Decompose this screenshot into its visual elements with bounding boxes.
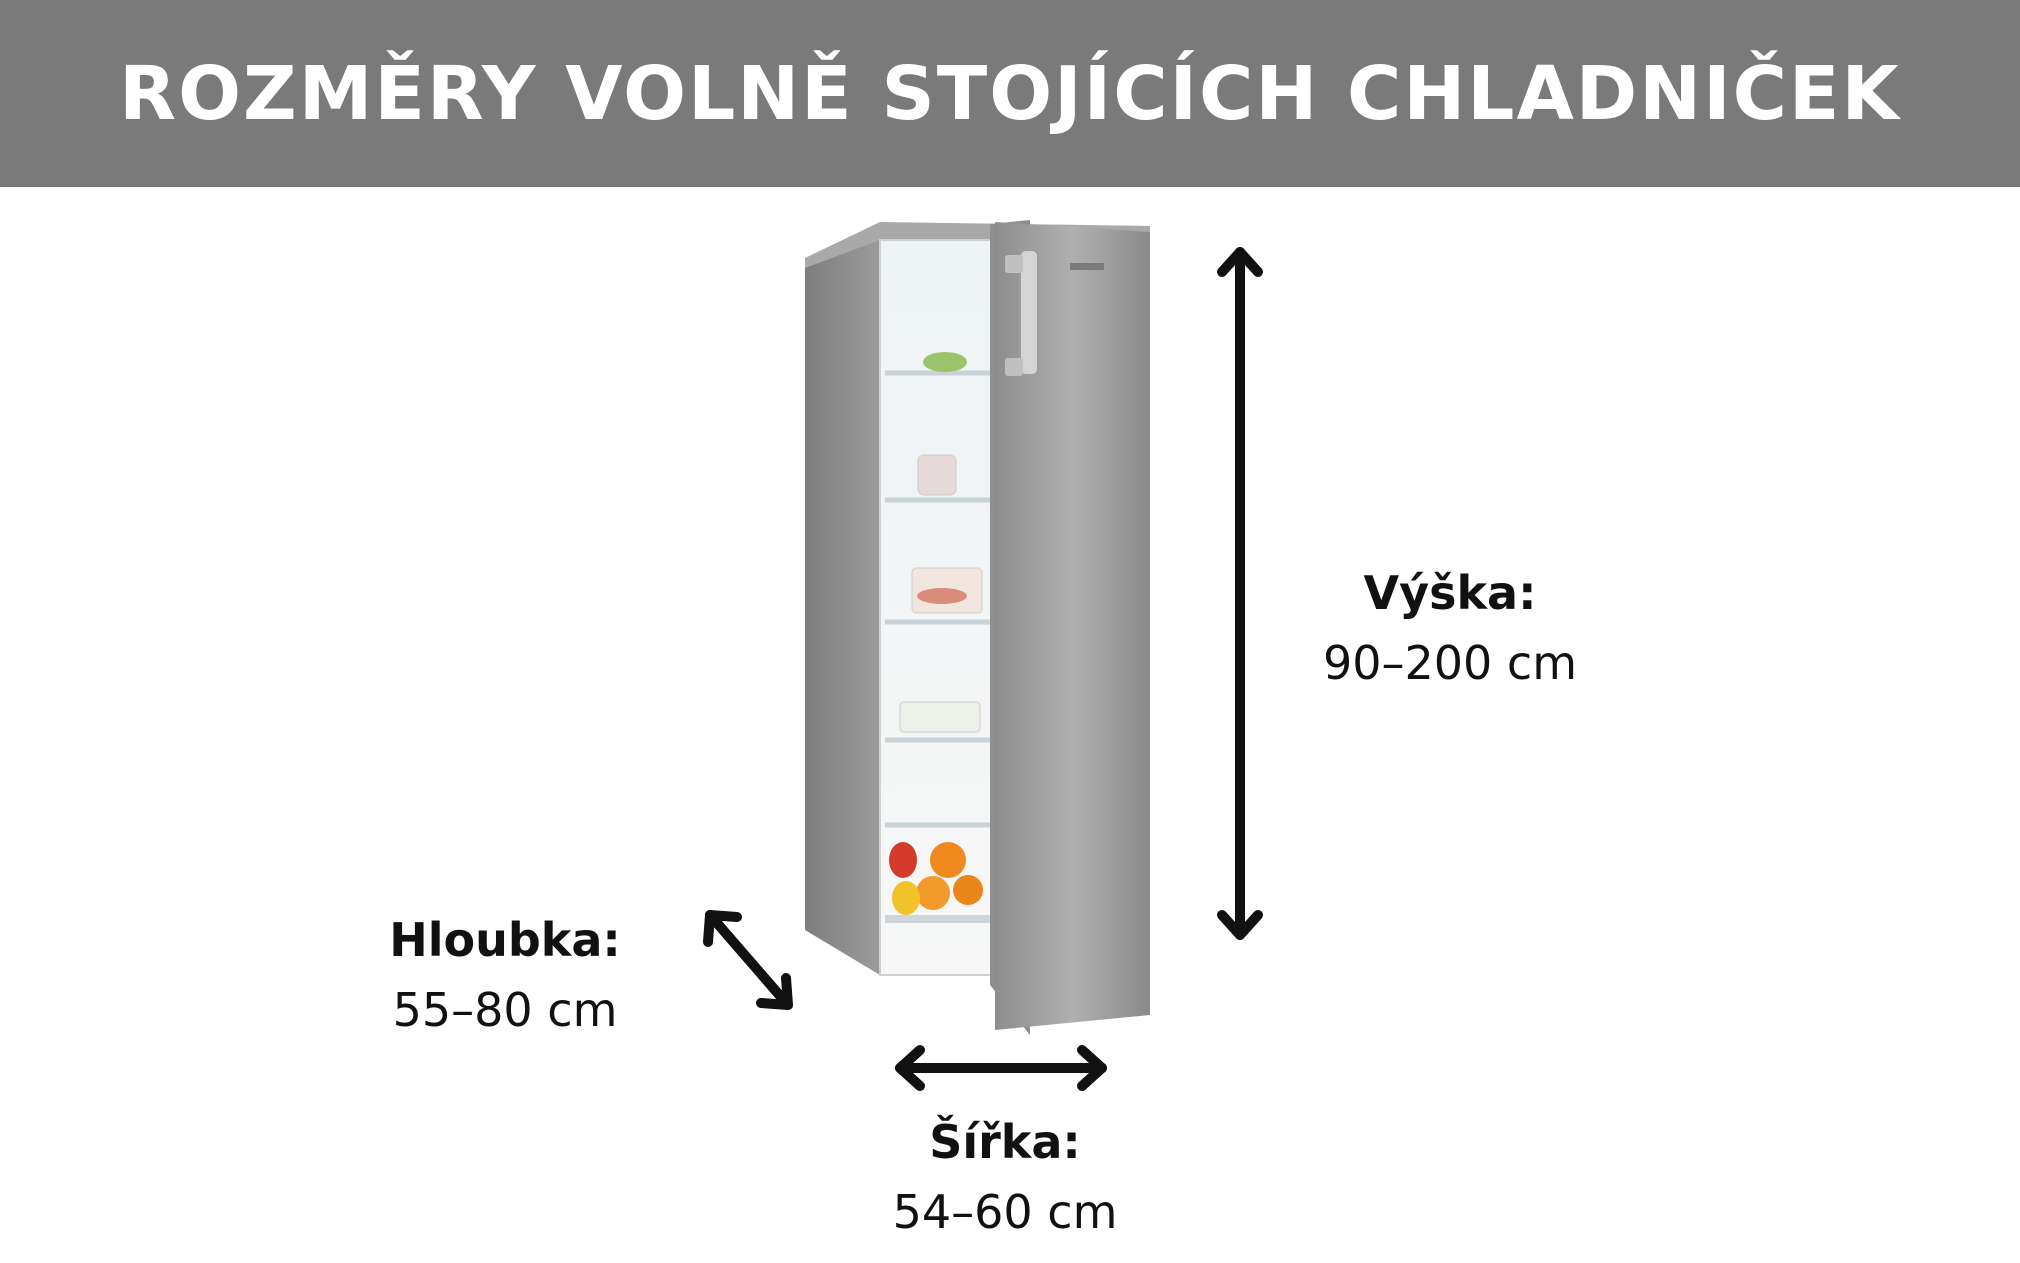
height-arrow-icon [1217,247,1263,940]
depth-label: Hloubka: [389,913,621,967]
height-value: 90–200 cm [1322,636,1578,690]
width-value: 54–60 cm [892,1185,1118,1239]
depth-arrow-icon [703,910,793,1010]
depth-value: 55–80 cm [392,983,618,1037]
width-dimension: Šířka: 54–60 cm [860,1112,1150,1242]
title-banner: ROZMĚRY VOLNĚ STOJÍCÍCH CHLADNIČEK [0,0,2020,187]
width-label: Šířka: [929,1115,1081,1169]
height-dimension: Výška: 90–200 cm [1305,563,1595,693]
height-label: Výška: [1363,566,1537,620]
width-arrow-icon [895,1045,1107,1091]
fridge-image [805,220,1150,1035]
depth-dimension: Hloubka: 55–80 cm [360,910,650,1040]
page-title: ROZMĚRY VOLNĚ STOJÍCÍCH CHLADNIČEK [119,50,1901,137]
food-items [885,352,997,923]
